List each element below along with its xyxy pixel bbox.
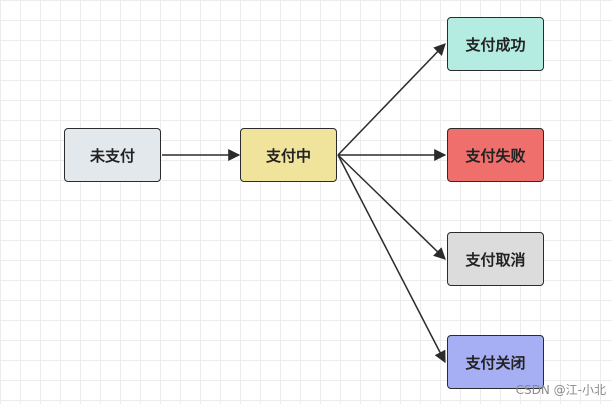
node-cancel: 支付取消 [447,232,544,286]
node-unpaid: 未支付 [64,128,161,182]
node-failed-label: 支付失败 [465,146,526,165]
arrow-paying-to-closed [337,154,446,364]
node-failed: 支付失败 [447,128,544,182]
node-paying-label: 支付中 [265,146,311,165]
node-closed-label: 支付关闭 [465,353,526,372]
arrow-paying-to-success [337,43,446,156]
node-cancel-label: 支付取消 [465,250,526,269]
node-success-label: 支付成功 [465,35,526,54]
arrow-paying-to-cancel [337,154,446,260]
watermark-text: CSDN @江-小北 [515,383,606,397]
node-closed: 支付关闭 [447,335,544,389]
node-success: 支付成功 [447,17,544,71]
node-paying: 支付中 [240,128,337,182]
node-unpaid-label: 未支付 [89,146,135,165]
